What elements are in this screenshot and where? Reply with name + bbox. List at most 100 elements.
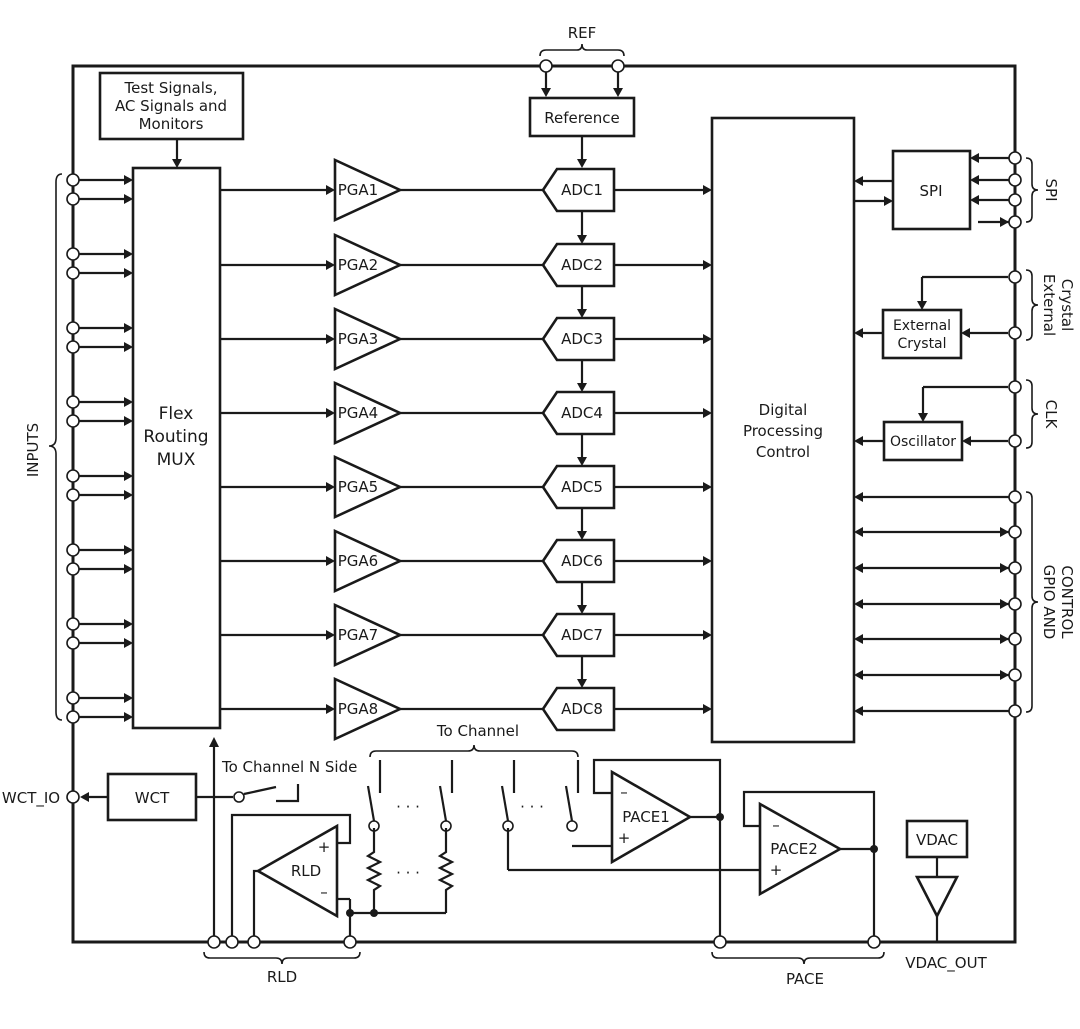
oscillator-label: Oscillator	[890, 434, 956, 450]
pga-4-label: PGA4	[338, 404, 378, 422]
pga-4	[333, 380, 404, 446]
pace2-label: PACE2	[770, 840, 818, 858]
wct-block-label: WCT	[135, 789, 170, 807]
spi-block-label: SPI	[920, 182, 943, 200]
ref-pin-1[interactable]	[539, 59, 553, 73]
pace2-amp: PACE2 – + PACE	[711, 790, 885, 988]
adc-3-label: ADC3	[561, 330, 603, 348]
rld-pin-2[interactable]	[225, 935, 239, 949]
mux-block: Flex Routing MUX	[131, 166, 222, 730]
input-pin-8[interactable]	[66, 414, 80, 428]
ref-pin-2[interactable]	[611, 59, 625, 73]
gpio-pin-1[interactable]	[1008, 490, 1022, 504]
digital-processing-block: Digital Processing Control	[710, 116, 856, 744]
crystal-pin-2[interactable]	[1008, 326, 1022, 340]
mux-line1: Flex	[159, 404, 194, 424]
gpio-pin-4[interactable]	[1008, 597, 1022, 611]
inputs-group: INPUTS	[24, 173, 133, 724]
pace2-plus: +	[770, 861, 783, 879]
pace2-minus: –	[772, 816, 780, 834]
input-pin-5[interactable]	[66, 321, 80, 335]
pace-label: PACE	[786, 970, 824, 988]
pace1-plus: +	[618, 829, 631, 847]
resistor-dots: · · ·	[396, 864, 420, 882]
pga-6	[333, 528, 404, 594]
vdac-out-label: VDAC_OUT	[905, 954, 987, 973]
gpio-pin-5[interactable]	[1008, 632, 1022, 646]
ext-crystal-label-1: External	[1040, 274, 1058, 336]
mux-line2: Routing	[143, 427, 208, 447]
input-pin-3[interactable]	[66, 247, 80, 261]
rld-pin-3[interactable]	[247, 935, 261, 949]
reference-label: Reference	[544, 109, 620, 127]
input-pin-6[interactable]	[66, 340, 80, 354]
input-pin-10[interactable]	[66, 488, 80, 502]
spi-pin-3[interactable]	[1008, 193, 1022, 207]
to-channel-n-label: To Channel N Side	[221, 758, 357, 776]
pga-5	[333, 454, 404, 520]
vdac-group: VDAC VDAC_OUT	[905, 819, 988, 973]
input-pin-14[interactable]	[66, 636, 80, 650]
input-pin-9[interactable]	[66, 469, 80, 483]
spi-pin-4[interactable]	[1008, 215, 1022, 229]
pga-6-label: PGA6	[338, 552, 378, 570]
switch-dots-1: · · ·	[396, 798, 420, 816]
reference-block: Reference	[528, 96, 636, 168]
to-channel-label: To Channel	[436, 722, 519, 740]
gpio-pin-7[interactable]	[1008, 704, 1022, 718]
pga-3-label: PGA3	[338, 330, 378, 348]
spi-block: SPI SPI	[854, 149, 1060, 231]
test-signals-line1: Test Signals,	[124, 79, 218, 97]
pace1-minus: –	[620, 783, 628, 801]
adc-2-label: ADC2	[561, 256, 603, 274]
gpio-group: GPIO AND CONTROL	[854, 490, 1076, 718]
input-pin-4[interactable]	[66, 266, 80, 280]
wct-io-pin[interactable]	[66, 790, 80, 804]
input-pin-7[interactable]	[66, 395, 80, 409]
pace-pin-2[interactable]	[867, 935, 881, 949]
input-pin-2[interactable]	[66, 192, 80, 206]
spi-pin-1[interactable]	[1008, 151, 1022, 165]
rld-pin-4[interactable]	[343, 935, 357, 949]
digital-line1: Digital	[759, 401, 808, 419]
pga-5-label: PGA5	[338, 478, 378, 496]
pace-pin-1[interactable]	[713, 935, 727, 949]
ext-crystal-label-2: Crystal	[1058, 279, 1076, 332]
clk-pin-2[interactable]	[1008, 434, 1022, 448]
vdac-block-label: VDAC	[916, 831, 958, 849]
pace1-amp: PACE1 – +	[572, 758, 724, 942]
pga-1	[333, 157, 404, 223]
spi-label: SPI	[1042, 179, 1060, 202]
input-pin-11[interactable]	[66, 543, 80, 557]
oscillator-block: Oscillator CLK	[854, 379, 1060, 462]
rld-plus: +	[318, 838, 331, 856]
pga-8-label: PGA8	[338, 700, 378, 718]
spi-pin-2[interactable]	[1008, 173, 1022, 187]
digital-line2: Processing	[743, 422, 823, 440]
crystal-block: External Crystal External Crystal	[854, 269, 1076, 360]
input-pin-15[interactable]	[66, 691, 80, 705]
adc-4-label: ADC4	[561, 404, 603, 422]
crystal-line2: Crystal	[897, 336, 946, 352]
pga-8	[333, 676, 404, 742]
pga-1-label: PGA1	[338, 181, 378, 199]
input-pin-16[interactable]	[66, 710, 80, 724]
pga-2-label: PGA2	[338, 256, 378, 274]
input-pin-13[interactable]	[66, 617, 80, 631]
ref-pin-group: REF	[539, 24, 625, 97]
gpio-pin-3[interactable]	[1008, 561, 1022, 575]
gpio-pin-6[interactable]	[1008, 668, 1022, 682]
digital-line3: Control	[756, 443, 810, 461]
wct-io-label: WCT_IO	[2, 789, 60, 808]
crystal-pin-1[interactable]	[1008, 270, 1022, 284]
gpio-pin-2[interactable]	[1008, 525, 1022, 539]
gpio-label-2: CONTROL	[1058, 565, 1076, 639]
input-pin-12[interactable]	[66, 562, 80, 576]
rld-pin-1[interactable]	[207, 935, 221, 949]
adc-5-label: ADC5	[561, 478, 603, 496]
wct-group: WCT WCT_IO To Channel N Side	[2, 758, 357, 822]
mux-line3: MUX	[157, 450, 196, 470]
input-pin-1[interactable]	[66, 173, 80, 187]
clk-pin-1[interactable]	[1008, 380, 1022, 394]
